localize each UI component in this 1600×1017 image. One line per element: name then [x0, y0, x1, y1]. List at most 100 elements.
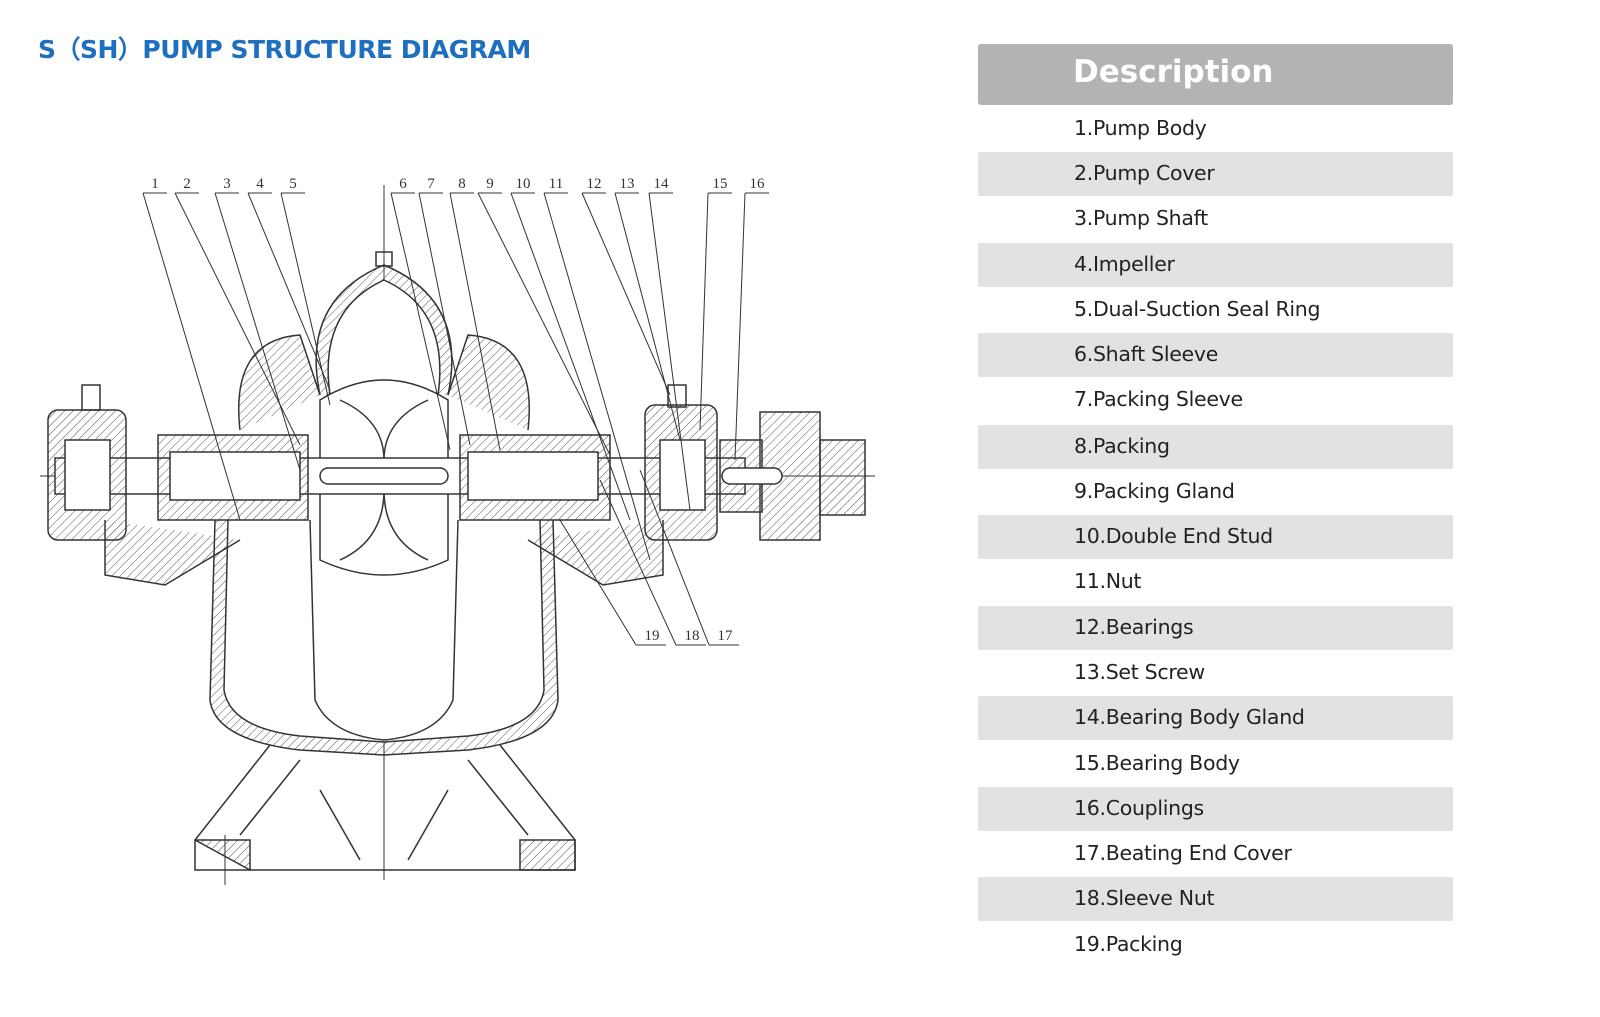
- part-label: 10: [516, 176, 531, 192]
- description-item-label: 10.Double End Stud: [1074, 524, 1273, 548]
- base-foot-left: [194, 839, 251, 872]
- leader-line: [648, 192, 691, 511]
- part-label: 6: [399, 176, 407, 192]
- leader-line: [214, 192, 301, 471]
- base-rib: [467, 759, 529, 836]
- leader-line: [390, 192, 451, 451]
- casing-upper-right: [447, 334, 530, 431]
- base-rib: [319, 789, 361, 861]
- top-vent: [375, 251, 393, 267]
- left-packing-cavity: [169, 451, 301, 501]
- part-label: 7: [427, 176, 435, 192]
- description-item-label: 16.Couplings: [1074, 796, 1204, 820]
- casing-upper-left: [238, 334, 321, 431]
- description-item-label: 18.Sleeve Nut: [1074, 886, 1215, 910]
- description-item-label: 12.Bearings: [1074, 615, 1194, 639]
- right-side-flange: [527, 520, 664, 586]
- volute-inner: [327, 279, 441, 396]
- base-rib: [239, 759, 301, 836]
- right-packing-cavity: [467, 451, 599, 501]
- part-label: 9: [486, 176, 494, 192]
- description-item: 13.Set Screw: [978, 651, 1453, 695]
- leader-line: [510, 192, 631, 521]
- part-label: 5: [289, 176, 297, 192]
- part-label: 4: [256, 176, 264, 192]
- part-label: 8: [458, 176, 466, 192]
- description-item-label: 1.Pump Body: [1074, 116, 1207, 140]
- suction-chamber: [309, 519, 459, 741]
- description-item-label: 7.Packing Sleeve: [1074, 387, 1243, 411]
- description-item-label: 5.Dual-Suction Seal Ring: [1074, 297, 1321, 321]
- leader-line: [734, 192, 746, 461]
- left-side-flange: [104, 520, 241, 586]
- description-item-label: 9.Packing Gland: [1074, 479, 1235, 503]
- leader-line: [280, 192, 331, 406]
- description-item: 11.Nut: [978, 560, 1453, 604]
- leader-line: [247, 192, 331, 391]
- description-item-label: 8.Packing: [1074, 434, 1170, 458]
- leader-line: [581, 192, 671, 396]
- description-item: 15.Bearing Body: [978, 742, 1453, 786]
- leader-line: [639, 469, 710, 646]
- page-title: S（SH）PUMP STRUCTURE DIAGRAM: [38, 35, 531, 64]
- description-item: 3.Pump Shaft: [978, 197, 1453, 241]
- leader-line: [449, 192, 501, 451]
- part-label: 2: [183, 176, 191, 192]
- description-item: 12.Bearings: [978, 606, 1453, 650]
- description-item: 4.Impeller: [978, 243, 1453, 287]
- description-item: 2.Pump Cover: [978, 152, 1453, 196]
- part-label: 18: [685, 628, 700, 644]
- description-item-label: 15.Bearing Body: [1074, 751, 1240, 775]
- pump-base: [194, 744, 576, 871]
- leader-line: [559, 519, 637, 646]
- description-item: 19.Packing: [978, 923, 1453, 967]
- part-label: 13: [620, 176, 635, 192]
- description-item: 17.Beating End Cover: [978, 832, 1453, 876]
- left-bearing-cavity: [64, 439, 111, 511]
- description-item: 7.Packing Sleeve: [978, 378, 1453, 422]
- description-item: 8.Packing: [978, 425, 1453, 469]
- part-label: 11: [549, 176, 563, 192]
- part-label: 12: [587, 176, 602, 192]
- description-item: 18.Sleeve Nut: [978, 877, 1453, 921]
- leader-line: [599, 479, 677, 646]
- leader-line: [418, 192, 471, 446]
- description-item-label: 2.Pump Cover: [1074, 161, 1215, 185]
- left-bearing-cap: [81, 384, 101, 411]
- part-label: 19: [645, 628, 660, 644]
- description-item-label: 11.Nut: [1074, 569, 1142, 593]
- coupling-key: [721, 467, 783, 485]
- leader-line: [543, 192, 651, 561]
- part-label: 15: [713, 176, 728, 192]
- description-header-label: Description: [1073, 54, 1274, 90]
- description-item-label: 3.Pump Shaft: [1074, 206, 1208, 230]
- leader-line: [477, 192, 611, 456]
- coupling-hub: [819, 439, 866, 516]
- description-item: 10.Double End Stud: [978, 515, 1453, 559]
- description-item: 9.Packing Gland: [978, 470, 1453, 514]
- part-label: 17: [718, 628, 734, 644]
- description-item-label: 4.Impeller: [1074, 252, 1175, 276]
- casing-lower-inner: [223, 519, 545, 743]
- part-label: 16: [750, 176, 766, 192]
- base-foot-right: [519, 839, 576, 871]
- description-item-label: 14.Bearing Body Gland: [1074, 705, 1305, 729]
- description-item: 14.Bearing Body Gland: [978, 696, 1453, 740]
- description-item: 16.Couplings: [978, 787, 1453, 831]
- leader-line: [699, 192, 709, 431]
- description-item-label: 17.Beating End Cover: [1074, 841, 1292, 865]
- description-item-label: 6.Shaft Sleeve: [1074, 342, 1219, 366]
- base-rib: [407, 789, 449, 861]
- shaft-keyway: [319, 467, 449, 485]
- part-label: 1: [151, 176, 159, 192]
- description-item: 5.Dual-Suction Seal Ring: [978, 288, 1453, 332]
- leader-line: [614, 192, 681, 441]
- leader-line: [142, 192, 241, 521]
- description-item: 1.Pump Body: [978, 107, 1453, 151]
- part-label: 14: [654, 176, 670, 192]
- description-item-label: 19.Packing: [1074, 932, 1183, 956]
- description-item-label: 13.Set Screw: [1074, 660, 1205, 684]
- part-label: 3: [223, 176, 231, 192]
